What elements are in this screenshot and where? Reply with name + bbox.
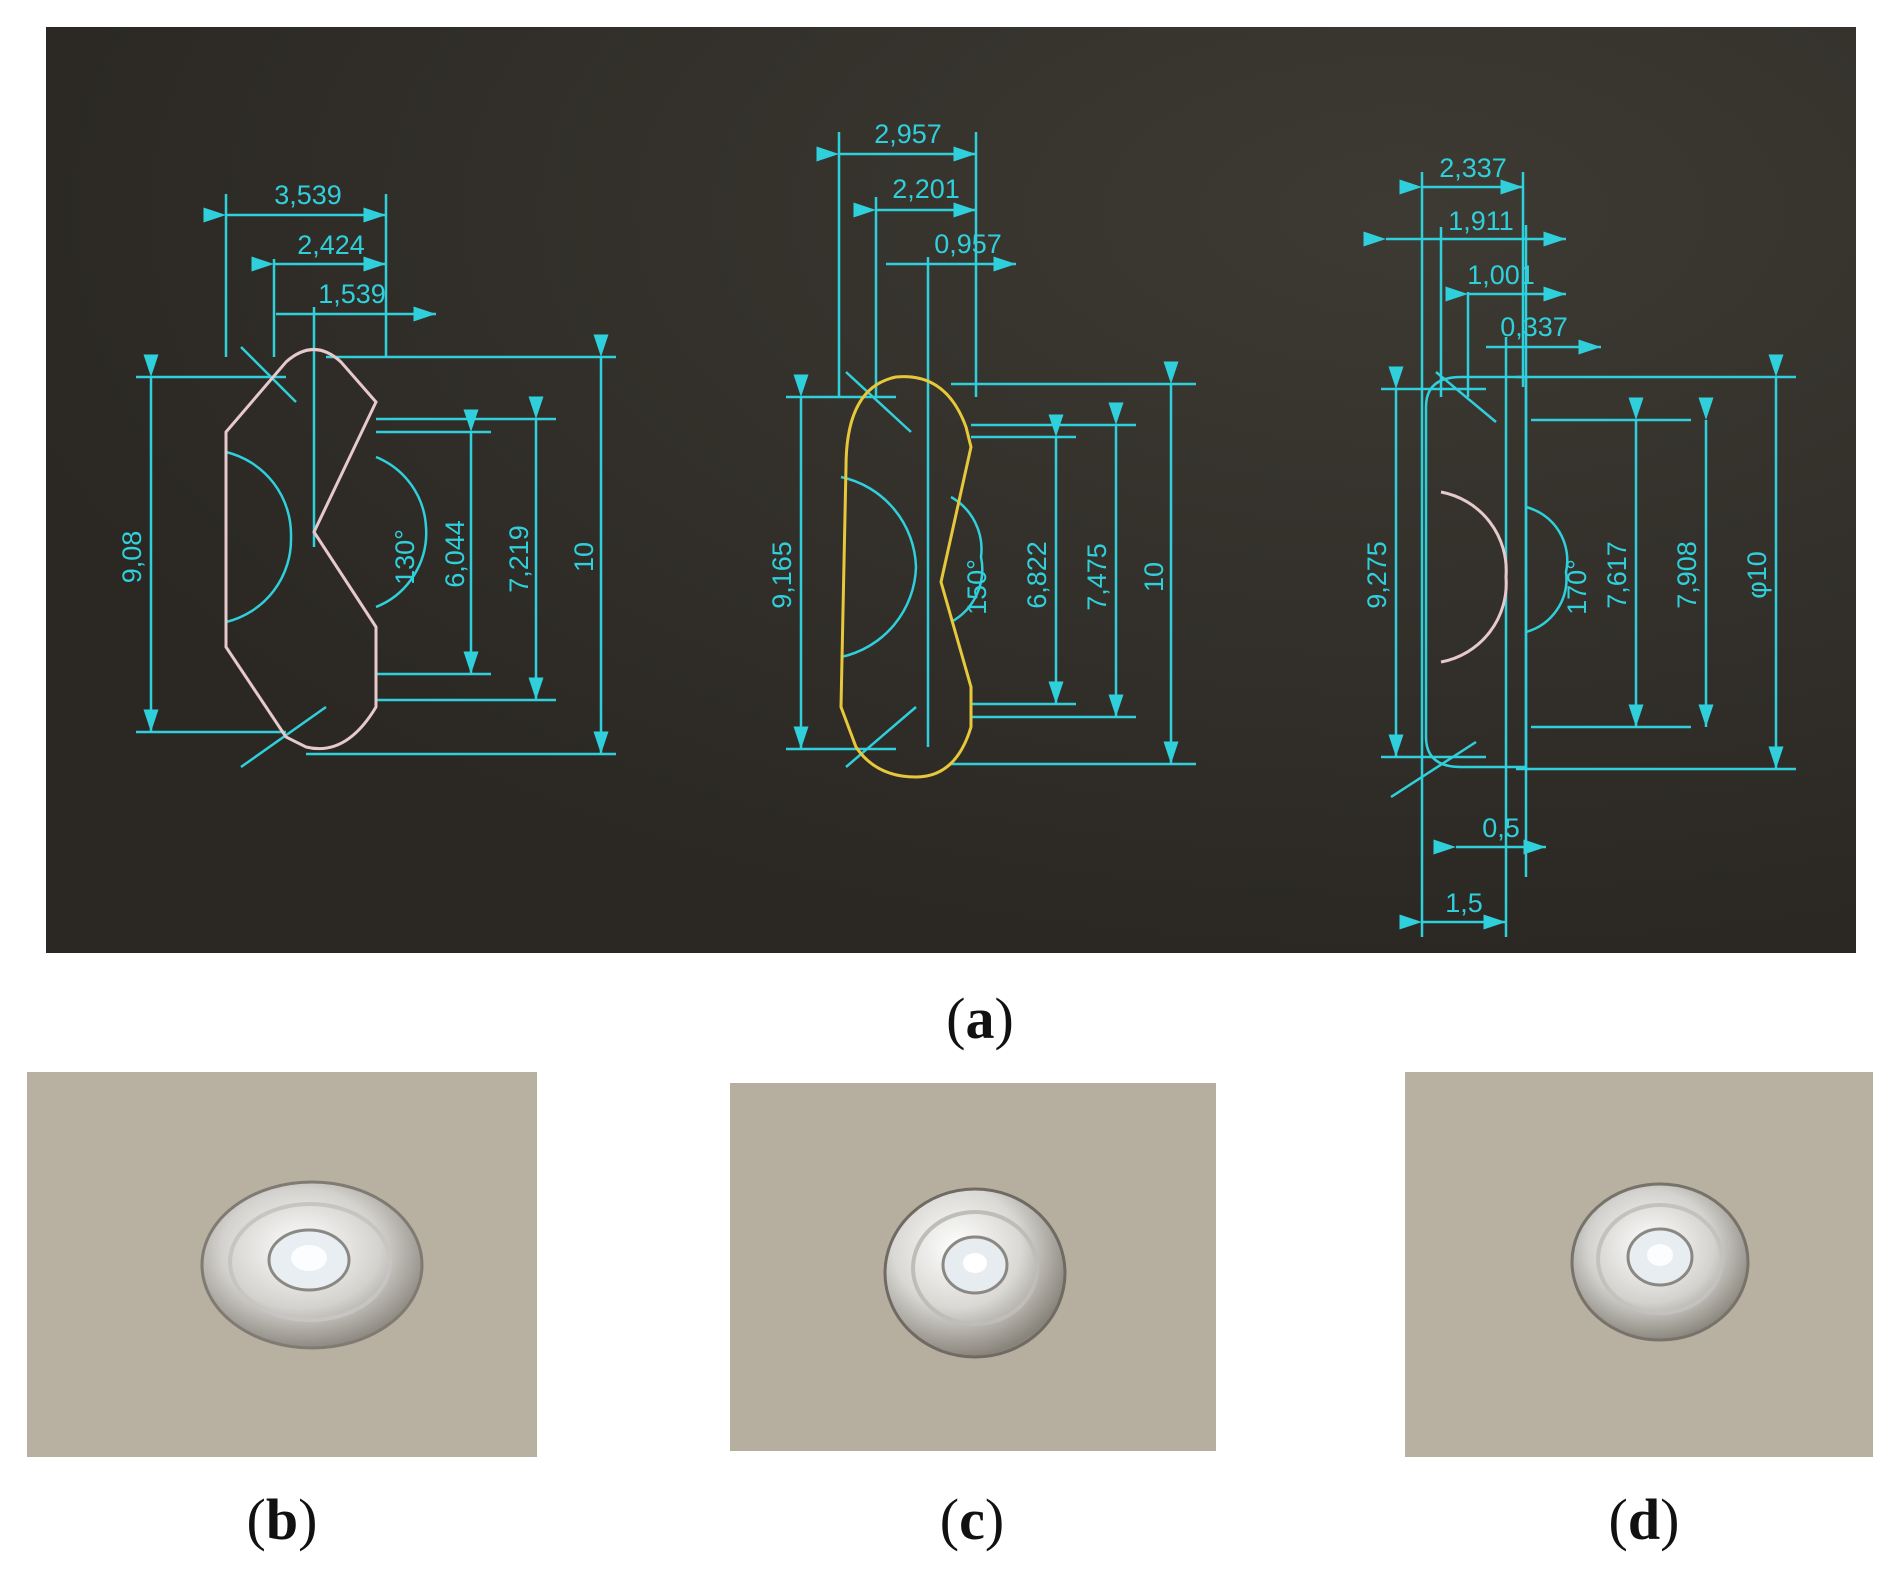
dim-a-h3: 7,219 bbox=[504, 525, 534, 593]
lens-profile-a bbox=[224, 348, 378, 751]
dim-a-h1: 9,08 bbox=[117, 531, 147, 584]
dim-a-angle: 130° bbox=[390, 529, 420, 585]
dim-c-angle: 170° bbox=[1562, 559, 1592, 615]
dim-b-h3: 7,475 bbox=[1082, 543, 1112, 611]
dim-a-h4: 10 bbox=[569, 542, 599, 572]
dim-c-w2: 1,911 bbox=[1448, 206, 1514, 236]
dim-c-h4: φ10 bbox=[1742, 551, 1772, 599]
dim-b-angle: 150° bbox=[962, 559, 992, 615]
dim-c-h3: 7,908 bbox=[1672, 541, 1702, 609]
dim-b-h1: 9,165 bbox=[767, 541, 797, 609]
drawing-c bbox=[1363, 172, 1796, 937]
dim-c-h2: 7,617 bbox=[1602, 541, 1632, 609]
dim-c-b1: 0,5 bbox=[1482, 813, 1520, 843]
caption-a: (a) bbox=[946, 986, 1014, 1051]
dim-a-w3: 1,539 bbox=[318, 279, 386, 309]
cad-drawings: 3,539 2,424 1,539 9,08 130° 6,044 7,219 … bbox=[46, 27, 1856, 953]
caption-c: (c) bbox=[939, 1487, 1005, 1552]
caption-d: (d) bbox=[1608, 1487, 1680, 1552]
lens-profile-b bbox=[839, 375, 973, 779]
dim-b-h4: 10 bbox=[1139, 562, 1169, 592]
dim-b-w1: 2,957 bbox=[874, 119, 942, 149]
lens-photo-d bbox=[1405, 1072, 1873, 1457]
lens-cusp-c bbox=[1440, 490, 1508, 664]
dim-c-h1: 9,275 bbox=[1362, 541, 1392, 609]
lens-photo-b bbox=[27, 1072, 537, 1457]
dim-a-w2: 2,424 bbox=[297, 230, 365, 260]
dim-b-w2: 2,201 bbox=[892, 174, 960, 204]
dim-b-h2: 6,822 bbox=[1022, 541, 1052, 609]
caption-b: (b) bbox=[246, 1487, 318, 1552]
lens-photo-c bbox=[730, 1083, 1216, 1451]
drawing-a bbox=[136, 194, 616, 769]
cad-screen-photo: 3,539 2,424 1,539 9,08 130° 6,044 7,219 … bbox=[46, 27, 1856, 953]
dim-a-h2: 6,044 bbox=[440, 520, 470, 588]
dim-a-w1: 3,539 bbox=[274, 180, 342, 210]
dim-c-w4: 0,337 bbox=[1500, 312, 1568, 342]
dim-c-w1: 2,337 bbox=[1439, 153, 1507, 183]
dim-c-w3: 1,001 bbox=[1467, 260, 1535, 290]
dim-c-b2: 1,5 bbox=[1445, 888, 1483, 918]
lens-profile-c bbox=[1424, 375, 1528, 769]
drawing-b bbox=[786, 132, 1196, 768]
dim-b-w3: 0,957 bbox=[934, 229, 1002, 259]
